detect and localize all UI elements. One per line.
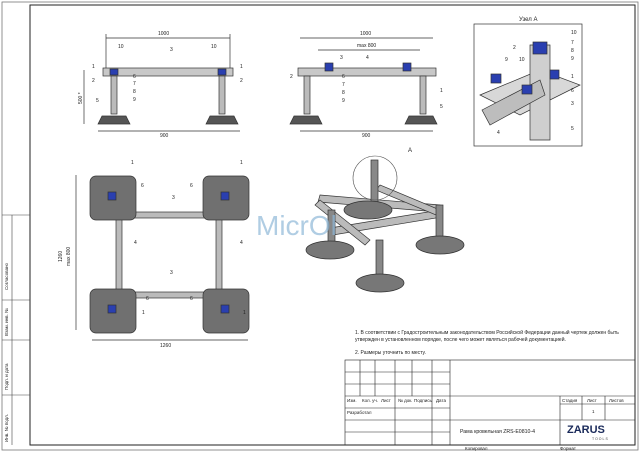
- note-2: 2. Размеры уточнить по месту.: [355, 350, 426, 356]
- tb-header-sheet: Лист: [381, 398, 391, 403]
- side-callout: 5: [440, 104, 443, 110]
- node-callout: 9: [571, 56, 574, 62]
- front-callout: 10: [118, 44, 124, 50]
- node-callout: 1: [571, 74, 574, 80]
- front-callout: 7: [133, 81, 136, 87]
- side-label-sign-date: Подп. и дата: [4, 363, 9, 390]
- node-callout: 6: [571, 88, 574, 94]
- front-callout: 9: [133, 97, 136, 103]
- side-callout: 9: [342, 98, 345, 104]
- plan-dim-side: 1260: [58, 250, 64, 262]
- note-1: 1. В соответствии с Градостроительным за…: [355, 330, 619, 343]
- plan-callout: 3: [172, 195, 175, 201]
- plan-callout: 1: [243, 310, 246, 316]
- front-dim-top: 1000: [158, 31, 170, 37]
- front-callout: 1: [92, 64, 95, 70]
- side-callout: 7: [342, 82, 345, 88]
- plan-callout: 4: [134, 240, 137, 246]
- side-label-approved: Согласовано: [4, 262, 9, 290]
- front-dim-bottom: 900: [160, 133, 169, 139]
- notes: 1. В соответствии с Градостроительным за…: [355, 330, 635, 363]
- front-callout: 1: [240, 64, 243, 70]
- side-label-inv-orig: Инв. № подл.: [4, 413, 9, 442]
- side-label-inv-replace: Взам. инв. №: [4, 308, 9, 336]
- zarus-logo: ZARUS: [567, 424, 605, 436]
- front-callout: 2: [240, 78, 243, 84]
- plan-dim-max: max 800: [66, 246, 72, 266]
- tb-stage: Стадия: [562, 398, 578, 403]
- side-dim-top: 1000: [360, 31, 372, 37]
- plan-callout: 6: [146, 296, 149, 302]
- node-callout: 10: [571, 30, 577, 36]
- iso-detail-label: A: [408, 148, 413, 154]
- zarus-logo-sub: TOOLS: [592, 437, 609, 441]
- front-callout: 8: [133, 89, 136, 95]
- front-view: [83, 34, 240, 132]
- tb-format: Формат: [560, 446, 576, 451]
- tb-doc-name: Рама кровельная ZRS-E0810-4: [460, 429, 535, 435]
- tb-copied: Копировал: [465, 446, 488, 451]
- side-callout: 8: [342, 90, 345, 96]
- node-callout: 8: [571, 48, 574, 54]
- node-title: Узел А: [519, 17, 538, 23]
- tb-sheets: Листов: [609, 398, 624, 403]
- plan-view: [75, 175, 250, 341]
- tb-header-doc: № док.: [398, 398, 413, 403]
- node-callout: 2: [513, 45, 516, 51]
- side-callout: 4: [366, 55, 369, 61]
- title-block: [344, 359, 636, 446]
- side-dim-bottom: 900: [362, 133, 371, 139]
- front-callout: 6: [133, 74, 136, 80]
- side-view: [289, 37, 438, 132]
- plan-callout: 6: [190, 296, 193, 302]
- front-dim-height: 500 *: [78, 92, 84, 104]
- side-callout: 3: [340, 55, 343, 61]
- node-callout: 3: [571, 101, 574, 107]
- plan-callout: 6: [141, 183, 144, 189]
- plan-callout: 6: [190, 183, 193, 189]
- side-dim-max: max 800: [357, 43, 377, 49]
- tb-header-sign: Подпись: [414, 398, 432, 403]
- isometric-view: [305, 155, 465, 293]
- side-callout: 1: [440, 88, 443, 94]
- front-callout: 10: [211, 44, 217, 50]
- node-a-detail: [473, 23, 583, 147]
- side-callout: 6: [342, 74, 345, 80]
- node-callout: 4: [497, 130, 500, 136]
- tb-sheet: Лист: [587, 398, 597, 403]
- plan-callout: 4: [240, 240, 243, 246]
- front-callout: 3: [170, 47, 173, 53]
- node-callout: 7: [571, 40, 574, 46]
- tb-developer: Разработал: [347, 410, 372, 415]
- side-callout: 2: [290, 74, 293, 80]
- tb-header-rev: Изм.: [347, 398, 357, 403]
- front-callout: 2: [92, 78, 95, 84]
- node-callout: 10: [519, 57, 525, 63]
- plan-callout: 1: [131, 160, 134, 166]
- tb-header-date: Дата: [436, 398, 446, 403]
- tb-sheet-no: 1: [592, 409, 595, 414]
- node-callout: 9: [505, 57, 508, 63]
- plan-callout: 1: [240, 160, 243, 166]
- front-callout: 5: [96, 98, 99, 104]
- tb-header-qty: Кол. уч.: [362, 398, 378, 403]
- plan-dim-bottom: 1260: [160, 343, 172, 349]
- plan-callout: 3: [170, 270, 173, 276]
- watermark: MicrOl: [256, 210, 337, 241]
- plan-callout: 1: [142, 310, 145, 316]
- node-callout: 5: [571, 126, 574, 132]
